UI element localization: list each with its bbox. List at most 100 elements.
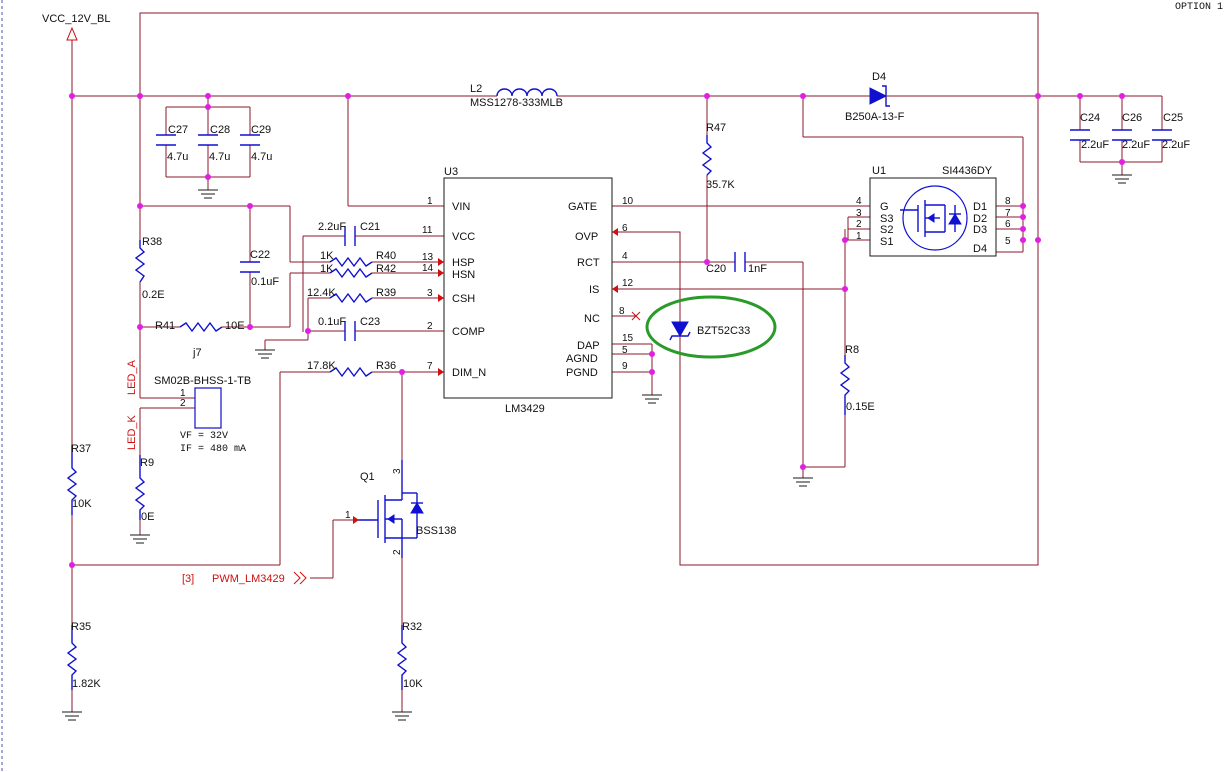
cap-c29: C29 4.7u	[240, 124, 272, 163]
svg-text:OVP: OVP	[575, 231, 598, 243]
zener-bzt52c33: BZT52C33	[645, 295, 777, 565]
option-label: OPTION 1	[1175, 2, 1223, 13]
svg-text:10K: 10K	[403, 678, 423, 690]
svg-text:0.1uF: 0.1uF	[318, 316, 346, 328]
svg-text:CSH: CSH	[452, 293, 475, 305]
resistor-r35: R35 1.82K	[66, 621, 101, 690]
svg-text:0.1uF: 0.1uF	[251, 276, 279, 288]
svg-text:R41: R41	[155, 320, 175, 332]
svg-text:S2: S2	[880, 224, 893, 236]
svg-text:C29: C29	[251, 124, 271, 136]
resistor-r42: 1K R42	[320, 263, 396, 279]
svg-text:S3: S3	[880, 213, 893, 225]
svg-text:4.7u: 4.7u	[167, 151, 188, 163]
svg-text:7: 7	[1005, 208, 1011, 219]
resistor-r37: R37 10K	[66, 443, 92, 515]
svg-text:R37: R37	[71, 443, 91, 455]
svg-text:HSN: HSN	[452, 269, 475, 281]
svg-text:Q1: Q1	[360, 471, 375, 483]
zener-part: BZT52C33	[697, 325, 750, 337]
svg-text:1nF: 1nF	[748, 263, 767, 275]
svg-text:1K: 1K	[320, 250, 334, 262]
svg-text:3: 3	[427, 288, 433, 299]
svg-text:DIM_N: DIM_N	[452, 367, 486, 379]
cap-c26: C26 2.2uF	[1112, 112, 1150, 151]
mosfet-u1: U1 SI4436DY G 4 S3 3 S2 2 S1 1 D1 8 D2 7…	[856, 165, 1011, 257]
svg-text:G: G	[880, 201, 889, 213]
cap-c20: C20 1nF	[706, 252, 767, 275]
svg-text:D3: D3	[973, 224, 987, 236]
svg-text:HSP: HSP	[452, 257, 475, 269]
resistor-r41: R41 10E j7	[155, 320, 245, 359]
svg-text:C28: C28	[210, 124, 230, 136]
svg-text:1.82K: 1.82K	[72, 678, 101, 690]
svg-text:BSS138: BSS138	[416, 525, 456, 537]
svg-text:6: 6	[622, 223, 628, 234]
led-a-label: LED_A	[126, 359, 138, 395]
d4-part: B250A-13-F	[845, 111, 905, 123]
svg-text:RCT: RCT	[577, 257, 600, 269]
svg-text:R39: R39	[376, 287, 396, 299]
svg-text:3: 3	[856, 208, 862, 219]
resistor-r47: R47 35.7K	[701, 122, 735, 191]
svg-text:R32: R32	[402, 621, 422, 633]
svg-text:1: 1	[345, 510, 351, 521]
svg-text:2: 2	[427, 321, 433, 332]
svg-text:D1: D1	[973, 201, 987, 213]
svg-text:C25: C25	[1163, 112, 1183, 124]
svg-text:12.4K: 12.4K	[307, 287, 336, 299]
u3-ref: U3	[444, 166, 458, 178]
svg-text:3: 3	[392, 468, 403, 474]
svg-text:R9: R9	[140, 457, 154, 469]
svg-text:U1: U1	[872, 165, 886, 177]
svg-text:35.7K: 35.7K	[706, 179, 735, 191]
svg-text:R47: R47	[706, 122, 726, 134]
svg-text:17.8K: 17.8K	[307, 360, 336, 372]
vcc-net-label: VCC_12V_BL	[42, 13, 111, 25]
cap-c25: C25 2.2uF	[1152, 112, 1190, 151]
svg-text:VIN: VIN	[452, 201, 470, 213]
svg-text:R35: R35	[71, 621, 91, 633]
svg-text:R38: R38	[142, 236, 162, 248]
svg-text:4.7u: 4.7u	[209, 151, 230, 163]
svg-text:j7: j7	[192, 347, 202, 359]
svg-text:2.2uF: 2.2uF	[1081, 139, 1109, 151]
ic-u3: U3 LM3429 VIN 1 VCC 11 HSP 13 HSN 14 CSH…	[422, 166, 641, 415]
resistor-r39: 12.4K R39	[307, 287, 396, 304]
cap-c27: C27 4.7u	[156, 124, 188, 163]
svg-text:C20: C20	[706, 263, 726, 275]
u3-part: LM3429	[505, 403, 545, 415]
svg-text:R8: R8	[845, 344, 859, 356]
wires	[71, 12, 1163, 712]
svg-text:4.7u: 4.7u	[251, 151, 272, 163]
svg-text:C23: C23	[360, 316, 380, 328]
svg-text:1K: 1K	[320, 263, 334, 275]
svg-text:14: 14	[422, 263, 434, 274]
svg-text:1: 1	[427, 196, 433, 207]
resistor-r38: R38 0.2E	[134, 236, 165, 301]
svg-text:8: 8	[619, 306, 625, 317]
resistor-r36: 17.8K R36	[307, 360, 396, 378]
vcc-flag: VCC_12V_BL	[42, 13, 111, 41]
inductor-l2: L2 MSS1278-333MLB	[470, 83, 563, 109]
svg-text:0.2E: 0.2E	[142, 289, 165, 301]
svg-text:COMP: COMP	[452, 326, 485, 338]
svg-text:9: 9	[622, 361, 628, 372]
ground-c27-bank	[198, 189, 218, 199]
svg-text:2.2uF: 2.2uF	[318, 221, 346, 233]
svg-text:SI4436DY: SI4436DY	[942, 165, 993, 177]
ground-output-caps	[1112, 174, 1132, 184]
diode-d4: D4 B250A-13-F	[845, 71, 905, 123]
svg-text:C24: C24	[1080, 112, 1100, 124]
svg-text:S1: S1	[880, 236, 893, 248]
inductor-ref: L2	[470, 83, 482, 95]
pwm-net-label: PWM_LM3429	[212, 573, 285, 585]
svg-text:12: 12	[622, 278, 634, 289]
svg-text:5: 5	[1005, 236, 1011, 247]
ground-c20	[793, 477, 813, 487]
ground-u3	[642, 394, 662, 404]
svg-text:PGND: PGND	[566, 367, 598, 379]
cap-c23: 0.1uF C23	[318, 316, 380, 341]
svg-text:IS: IS	[589, 284, 599, 296]
cap-c28: C28 4.7u	[198, 124, 230, 163]
